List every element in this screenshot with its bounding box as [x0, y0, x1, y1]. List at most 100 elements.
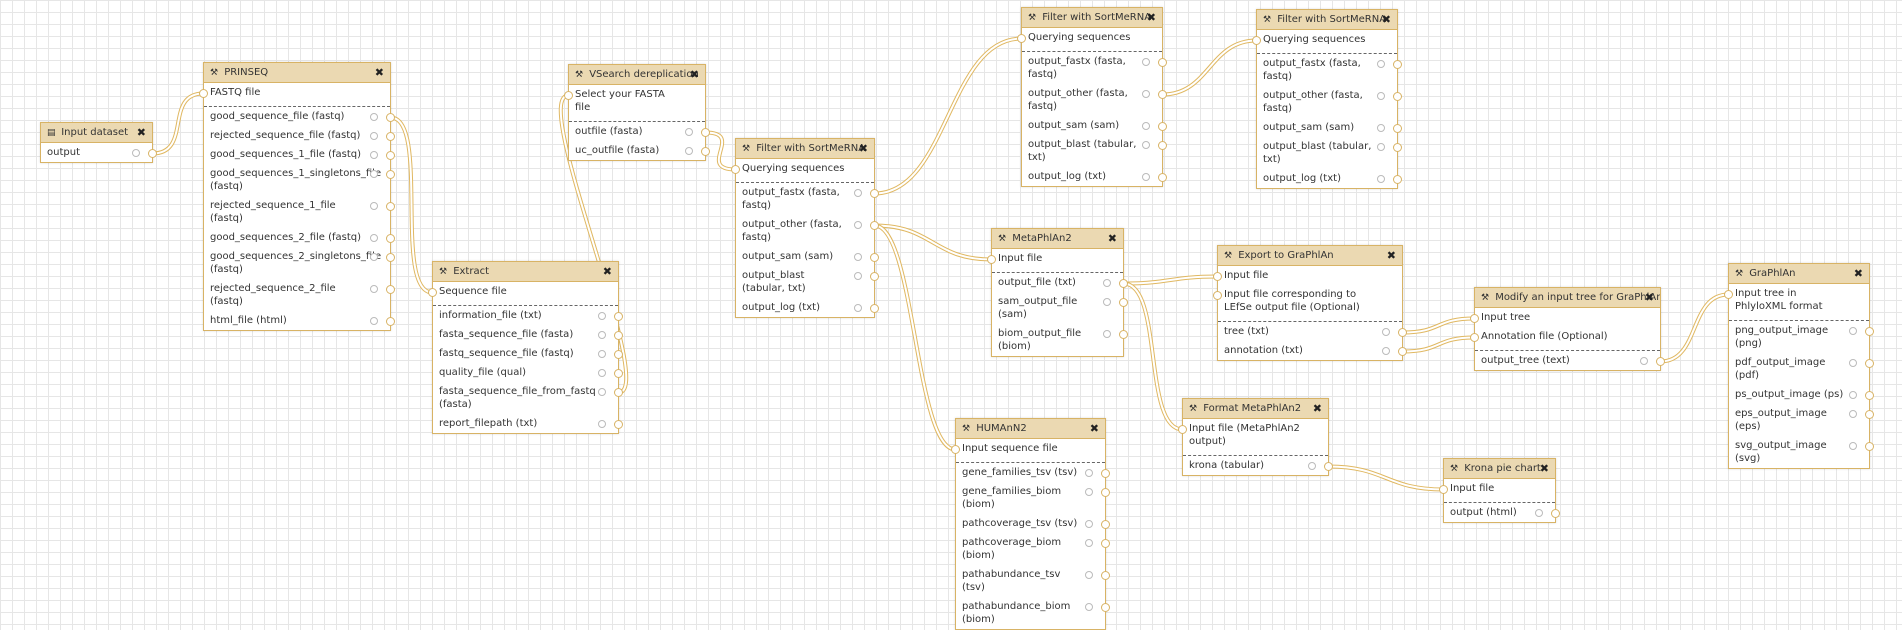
output-toggle[interactable]: [1382, 347, 1390, 355]
output-terminal[interactable]: [1324, 462, 1333, 471]
output-toggle[interactable]: [598, 388, 606, 396]
output-toggle[interactable]: [1103, 330, 1111, 338]
output-toggle[interactable]: [370, 202, 378, 210]
output-toggle[interactable]: [854, 253, 862, 261]
output-terminal[interactable]: [386, 132, 395, 141]
node-title-bar[interactable]: ⚒ Export to GraPhlAn✖: [1218, 246, 1402, 266]
output-terminal[interactable]: [1393, 124, 1402, 133]
node-input-dataset[interactable]: ▤ Input dataset✖output: [40, 122, 157, 163]
input-terminal[interactable]: [1213, 291, 1222, 300]
input-terminal[interactable]: [1470, 333, 1479, 342]
node-title-bar[interactable]: ⚒ PRINSEQ✖: [204, 63, 390, 83]
output-terminal[interactable]: [614, 331, 623, 340]
output-terminal[interactable]: [386, 151, 395, 160]
output-toggle[interactable]: [1142, 90, 1150, 98]
output-toggle[interactable]: [1377, 92, 1385, 100]
output-terminal[interactable]: [386, 113, 395, 122]
node-title-bar[interactable]: ⚒ MetaPhlAn2✖: [992, 229, 1123, 249]
output-terminal[interactable]: [1158, 173, 1167, 182]
output-toggle[interactable]: [1849, 359, 1857, 367]
output-terminal[interactable]: [1393, 175, 1402, 184]
output-toggle[interactable]: [1085, 571, 1093, 579]
output-toggle[interactable]: [370, 285, 378, 293]
node-filter-sortmerna-3[interactable]: ⚒ Filter with SortMeRNA✖Querying sequenc…: [1252, 9, 1402, 189]
output-toggle[interactable]: [685, 147, 693, 155]
close-icon[interactable]: ✖: [1539, 462, 1549, 475]
output-terminal[interactable]: [1393, 143, 1402, 152]
output-toggle[interactable]: [132, 149, 140, 157]
close-icon[interactable]: ✖: [689, 68, 699, 81]
output-terminal[interactable]: [701, 128, 710, 137]
input-terminal[interactable]: [1470, 314, 1479, 323]
output-toggle[interactable]: [1085, 469, 1093, 477]
node-title-bar[interactable]: ⚒ HUMAnN2✖: [956, 419, 1105, 439]
node-title-bar[interactable]: ⚒ Krona pie chart✖: [1444, 459, 1555, 479]
output-toggle[interactable]: [854, 304, 862, 312]
output-terminal[interactable]: [1101, 539, 1110, 548]
output-toggle[interactable]: [598, 350, 606, 358]
output-toggle[interactable]: [685, 128, 693, 136]
close-icon[interactable]: ✖: [1386, 249, 1396, 262]
output-terminal[interactable]: [386, 285, 395, 294]
output-terminal[interactable]: [1865, 442, 1874, 451]
output-terminal[interactable]: [1865, 391, 1874, 400]
input-terminal[interactable]: [199, 89, 208, 98]
input-terminal[interactable]: [731, 165, 740, 174]
output-toggle[interactable]: [1849, 442, 1857, 450]
output-toggle[interactable]: [1377, 60, 1385, 68]
output-terminal[interactable]: [1393, 60, 1402, 69]
output-toggle[interactable]: [370, 317, 378, 325]
output-terminal[interactable]: [614, 420, 623, 429]
output-toggle[interactable]: [854, 189, 862, 197]
output-terminal[interactable]: [1158, 122, 1167, 131]
output-terminal[interactable]: [1119, 279, 1128, 288]
output-terminal[interactable]: [1158, 58, 1167, 67]
node-title-bar[interactable]: ⚒ Extract✖: [433, 262, 618, 282]
output-terminal[interactable]: [870, 189, 879, 198]
output-toggle[interactable]: [1103, 279, 1111, 287]
input-terminal[interactable]: [428, 288, 437, 297]
output-toggle[interactable]: [854, 221, 862, 229]
input-terminal[interactable]: [1724, 290, 1733, 299]
output-toggle[interactable]: [1377, 175, 1385, 183]
output-toggle[interactable]: [1085, 603, 1093, 611]
output-terminal[interactable]: [1101, 603, 1110, 612]
node-title-bar[interactable]: ▤ Input dataset✖: [41, 123, 152, 143]
node-vsearch-dereplication[interactable]: ⚒ VSearch dereplication✖Select your FAST…: [564, 64, 710, 161]
output-toggle[interactable]: [1085, 520, 1093, 528]
output-toggle[interactable]: [1142, 122, 1150, 130]
close-icon[interactable]: ✖: [1853, 267, 1863, 280]
output-toggle[interactable]: [370, 253, 378, 261]
node-title-bar[interactable]: ⚒ VSearch dereplication✖: [569, 65, 705, 85]
output-toggle[interactable]: [1142, 173, 1150, 181]
output-terminal[interactable]: [1551, 509, 1560, 518]
output-toggle[interactable]: [1103, 298, 1111, 306]
output-toggle[interactable]: [1640, 357, 1648, 365]
output-terminal[interactable]: [614, 388, 623, 397]
input-terminal[interactable]: [1017, 34, 1026, 43]
output-terminal[interactable]: [1158, 90, 1167, 99]
output-terminal[interactable]: [701, 147, 710, 156]
output-toggle[interactable]: [1377, 143, 1385, 151]
close-icon[interactable]: ✖: [1089, 422, 1099, 435]
output-terminal[interactable]: [1865, 327, 1874, 336]
output-terminal[interactable]: [1158, 141, 1167, 150]
input-terminal[interactable]: [564, 91, 573, 100]
input-terminal[interactable]: [1252, 36, 1261, 45]
output-toggle[interactable]: [1849, 327, 1857, 335]
output-terminal[interactable]: [614, 350, 623, 359]
output-toggle[interactable]: [1382, 328, 1390, 336]
close-icon[interactable]: ✖: [1107, 232, 1117, 245]
output-terminal[interactable]: [1101, 571, 1110, 580]
output-toggle[interactable]: [1085, 488, 1093, 496]
output-toggle[interactable]: [370, 170, 378, 178]
input-terminal[interactable]: [987, 255, 996, 264]
close-icon[interactable]: ✖: [858, 142, 868, 155]
output-terminal[interactable]: [870, 221, 879, 230]
node-title-bar[interactable]: ⚒ Filter with SortMeRNA✖: [1022, 8, 1162, 28]
node-modify-input-tree-graphlan[interactable]: ⚒ Modify an input tree for GraPhlAn✖Inpu…: [1470, 287, 1665, 371]
output-terminal[interactable]: [148, 149, 157, 158]
